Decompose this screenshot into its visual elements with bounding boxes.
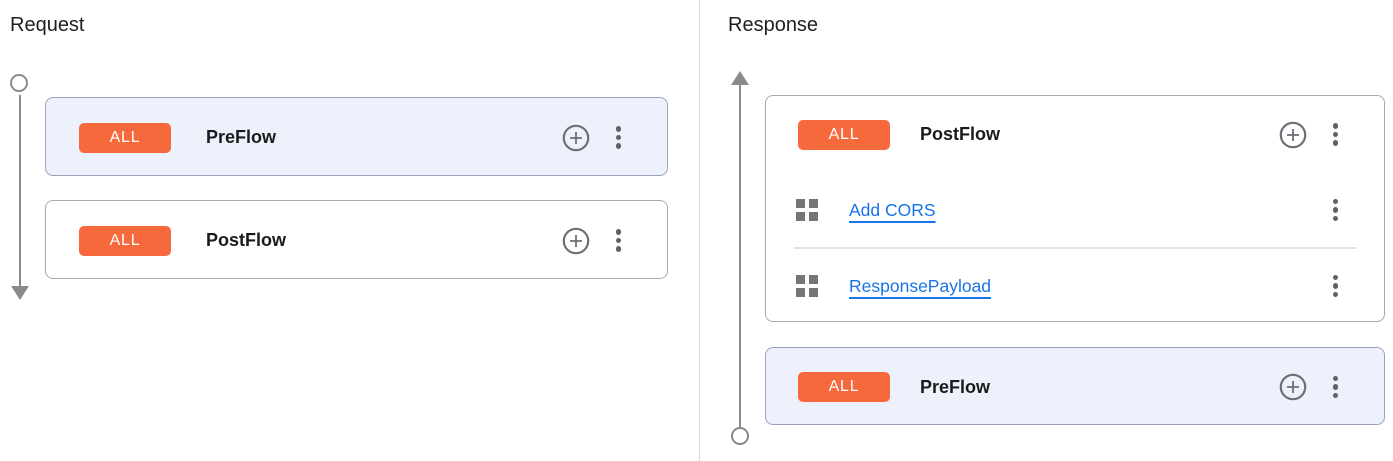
add-step-button[interactable] (562, 227, 590, 255)
flow-header: ALL PostFlow (46, 201, 667, 280)
policy-grid-icon (796, 275, 818, 297)
flow-name: PreFlow (920, 376, 991, 397)
flow-actions (562, 227, 621, 255)
request-postflow-card[interactable]: ALL PostFlow (45, 200, 668, 279)
condition-badge: ALL (798, 119, 890, 150)
flow-actions (1279, 121, 1338, 149)
panel-divider (699, 0, 700, 461)
request-arrow-down-icon (11, 286, 29, 300)
policy-grid-icon (796, 199, 818, 221)
kebab-menu-icon[interactable] (1332, 375, 1338, 399)
plus-circle-icon (562, 124, 589, 151)
response-timeline-line (739, 85, 741, 427)
policy-row-divider (794, 247, 1357, 249)
request-panel-title: Request (10, 14, 85, 36)
request-preflow-card[interactable]: ALL PreFlow (45, 97, 668, 176)
add-step-button[interactable] (562, 124, 590, 152)
condition-badge: ALL (79, 122, 171, 153)
policy-link-responsepayload[interactable]: ResponsePayload (849, 275, 992, 296)
flow-name: PreFlow (206, 127, 277, 147)
kebab-menu-icon[interactable] (1332, 198, 1338, 222)
policy-row: Add CORS (766, 173, 1384, 247)
flow-actions (1279, 373, 1338, 401)
flow-header: ALL PreFlow (46, 98, 667, 177)
policy-actions (1332, 274, 1338, 298)
flow-name: PostFlow (920, 124, 1000, 144)
condition-badge: ALL (79, 225, 171, 256)
response-postflow-card[interactable]: ALL PostFlow Add CORS ResponsePayload (765, 95, 1385, 322)
kebab-menu-icon[interactable] (615, 229, 621, 252)
add-step-button[interactable] (1279, 373, 1307, 401)
kebab-menu-icon[interactable] (1332, 274, 1338, 298)
policy-row: ResponsePayload (766, 249, 1384, 323)
add-step-button[interactable] (1279, 121, 1307, 149)
response-arrow-up-icon (731, 71, 749, 85)
flow-actions (562, 124, 621, 152)
kebab-menu-icon[interactable] (615, 126, 621, 149)
flow-header: ALL PostFlow (766, 96, 1384, 173)
response-timeline-end-circle (731, 427, 749, 445)
kebab-menu-icon[interactable] (1332, 123, 1338, 146)
plus-circle-icon (1279, 373, 1306, 401)
response-panel-title: Response (728, 14, 819, 36)
flow-name: PostFlow (206, 230, 286, 250)
response-preflow-card[interactable]: ALL PreFlow (765, 347, 1385, 425)
policy-actions (1332, 198, 1338, 222)
flow-header: ALL PreFlow (766, 348, 1384, 426)
request-timeline-start-circle (10, 74, 28, 92)
plus-circle-icon (562, 227, 589, 254)
condition-badge: ALL (798, 372, 890, 402)
plus-circle-icon (1279, 121, 1306, 148)
request-timeline-line (19, 95, 21, 286)
policy-link-add-cors[interactable]: Add CORS (849, 199, 936, 220)
